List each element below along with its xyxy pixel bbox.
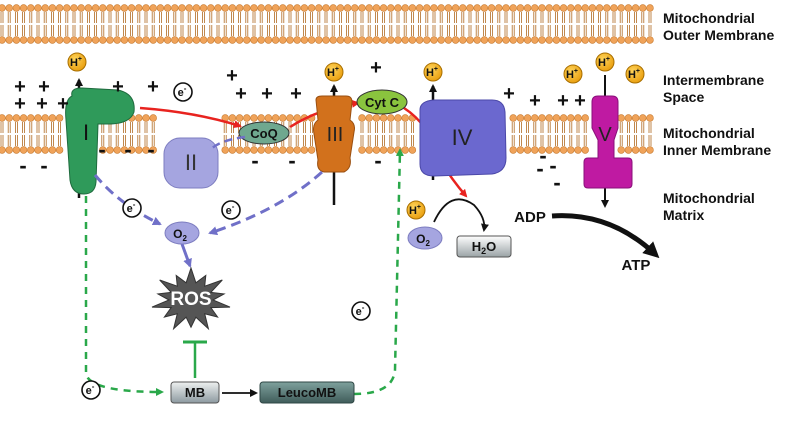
complex-iii: III [313,95,355,173]
complex-ii-label: II [185,150,197,175]
positive-charge: + [14,93,26,115]
positive-charge: + [147,76,159,98]
electron-icon: e- [351,301,371,321]
negative-charge: - [147,137,154,162]
negative-charge: - [19,153,26,178]
positive-charge: + [226,65,238,87]
proton-icon: H+ [563,64,583,84]
svg-text:O2: O2 [416,232,430,248]
inner-membrane-label: Mitochondrial Inner Membrane [663,125,772,158]
positive-charge: + [112,76,124,98]
coq-label: CoQ [250,126,277,141]
svg-text:e-: e- [86,382,95,397]
electron-leak-arrow-complex-iii [208,170,324,236]
proton-icon: H+ [595,52,615,72]
complex-v-atp-synthase: V [583,95,633,189]
o2-to-water-arrow [433,198,489,232]
positive-charge: + [36,93,48,115]
water: H2O [456,235,512,258]
electron-icon: e- [81,380,101,400]
negative-charge: - [374,148,381,173]
proton-icon: H+ [625,64,645,84]
proton-icon: H+ [324,62,344,82]
negative-charge: - [251,148,258,173]
electron-icon: e- [173,82,193,102]
complex-ii: II [163,137,219,189]
mb-label: MB [185,385,205,400]
negative-charge: - [553,170,560,195]
positive-charge: + [574,90,586,112]
svg-text:e-: e- [127,200,136,215]
proton-icon: H+ [67,52,87,72]
positive-charge: + [38,76,50,98]
adp-to-atp-arrow [551,213,660,259]
o2-terminal-acceptor: O2 [407,226,443,250]
outer-membrane [0,4,654,44]
inner-membrane [0,114,654,154]
cyt-c-label: Cyt C [365,95,400,110]
complex-v-label: V [598,124,612,146]
positive-charge: + [557,90,569,112]
negative-charge: - [536,156,543,181]
coq-carrier: CoQ [238,121,290,145]
complex-iii-label: III [327,124,344,146]
adp-label: ADP [514,209,546,226]
proton-icon: H+ [423,62,443,82]
complex-i: I [65,87,135,195]
negative-charge: - [98,137,105,162]
svg-text:O2: O2 [173,227,187,243]
electron-icon: e- [122,198,142,218]
svg-text:H2O: H2O [472,239,497,256]
positive-charge: + [290,83,302,105]
electron-leak-arrow-complex-ii [209,135,246,151]
leucomb-label: LeucoMB [278,385,337,400]
intermembrane-space-label: Intermembrane Space [663,72,765,105]
o2-to-ros-arrow [180,243,192,268]
svg-text:e-: e- [178,84,187,99]
positive-charge: + [503,83,515,105]
negative-charge: - [539,143,546,168]
proton-icon: H+ [406,200,426,220]
outer-membrane-label: Mitochondrial Outer Membrane [663,10,775,43]
negative-charge: - [124,137,131,162]
atp-label: ATP [622,257,651,274]
complex-iv: IV [419,99,507,177]
negative-charge: - [549,153,556,178]
positive-charge: + [14,76,26,98]
positive-charge: + [57,93,69,115]
complex-iv-label: IV [452,125,473,150]
svg-text:e-: e- [226,202,235,217]
positive-charge: + [235,83,247,105]
mb-electron-accept-arrow [84,196,164,396]
positive-charge: + [370,57,382,79]
negative-charge: - [288,148,295,173]
cyt-c-carrier: Cyt C [356,89,408,115]
leucomethylene-blue: LeucoMB [259,381,355,404]
leucomb-electron-donate-arrow [353,148,404,396]
methylene-blue: MB [170,381,220,404]
electron-path-arrow [139,106,242,129]
negative-charge: - [40,153,47,178]
complex-i-label: I [83,120,89,145]
positive-charge: + [529,90,541,112]
svg-text:e-: e- [356,303,365,318]
electron-leak-arrow-complex-i [93,174,162,226]
positive-charge: + [261,83,273,105]
matrix-label: Mitochondrial Matrix [663,190,755,223]
ros-label: ROS [170,289,211,310]
electron-icon: e- [221,200,241,220]
ros-burst: ROS [151,266,231,331]
o2-ros-source: O2 [164,221,200,245]
